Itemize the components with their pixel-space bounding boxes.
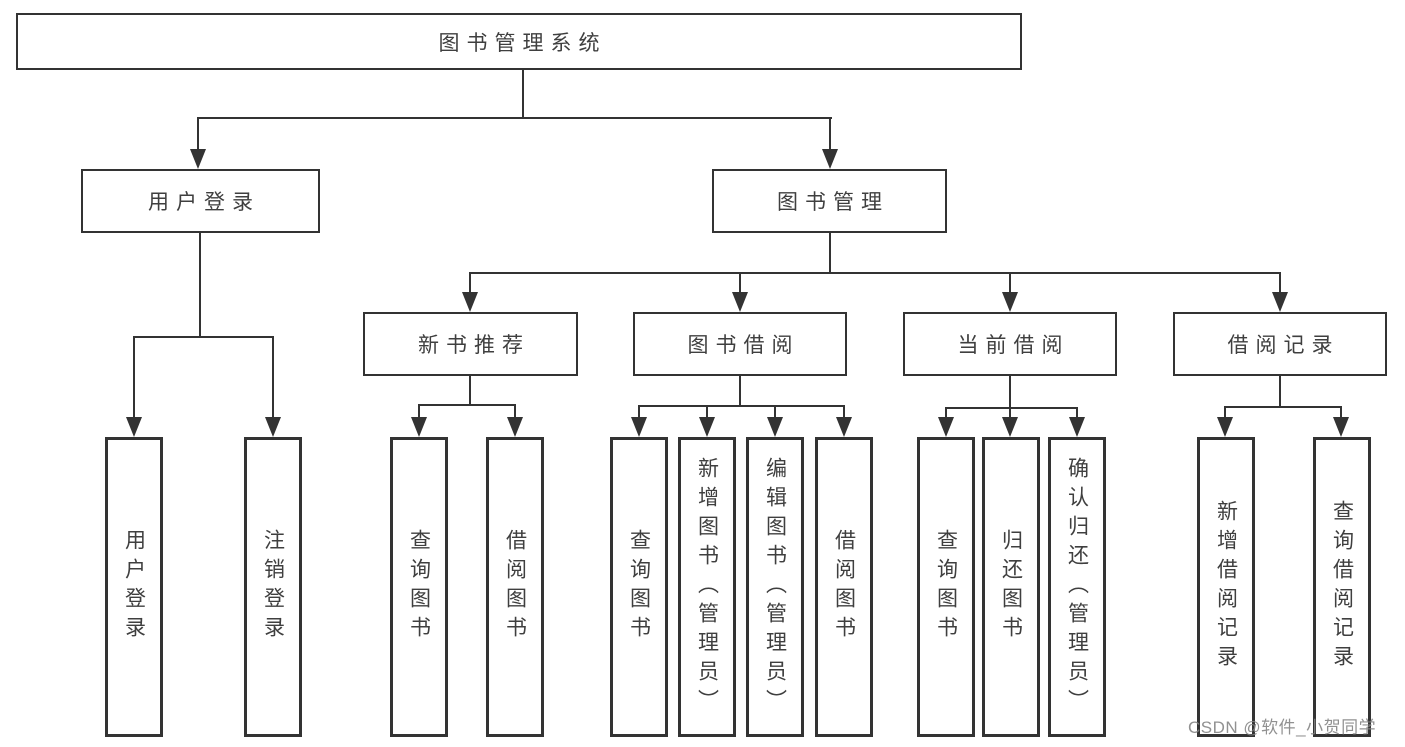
node-root: 图书管理系统 [16,13,1022,70]
leaf-confirm-return-admin: 确认归还（管理员） [1048,437,1106,737]
leaf-query-borrow-record: 查询借阅记录 [1313,437,1371,737]
leaf-add-borrow-record: 新增借阅记录 [1197,437,1255,737]
leaf-label: 查询借阅记录 [1330,500,1354,674]
leaf-label: 新增图书（管理员） [695,456,719,718]
leaf-query-book-recommend: 查询图书 [390,437,448,737]
leaf-logout: 注销登录 [244,437,302,737]
node-current-borrow: 当前借阅 [903,312,1117,376]
leaf-label: 编辑图书（管理员） [763,456,787,718]
node-book-borrow: 图书借阅 [633,312,847,376]
leaf-label: 归还图书 [999,529,1023,645]
csdn-watermark: CSDN @软件_小贺同学 [1188,718,1377,737]
leaf-borrow-book: 借阅图书 [815,437,873,737]
node-new-book-recommend: 新书推荐 [363,312,578,376]
leaf-label: 用户登录 [122,529,146,645]
leaf-borrow-book-recommend: 借阅图书 [486,437,544,737]
leaf-label: 查询图书 [627,529,651,645]
leaf-label: 注销登录 [261,529,285,645]
leaf-add-book-admin: 新增图书（管理员） [678,437,736,737]
leaf-query-book-borrow: 查询图书 [610,437,668,737]
leaf-label: 新增借阅记录 [1214,500,1238,674]
node-book-management: 图书管理 [712,169,947,233]
leaf-return-book: 归还图书 [982,437,1040,737]
leaf-label: 查询图书 [934,529,958,645]
node-borrow-records: 借阅记录 [1173,312,1387,376]
node-user-login: 用户登录 [81,169,320,233]
leaf-edit-book-admin: 编辑图书（管理员） [746,437,804,737]
leaf-user-login: 用户登录 [105,437,163,737]
leaf-label: 借阅图书 [503,529,527,645]
leaf-label: 确认归还（管理员） [1065,456,1089,718]
leaf-label: 借阅图书 [832,529,856,645]
leaf-query-book-current: 查询图书 [917,437,975,737]
leaf-label: 查询图书 [407,529,431,645]
